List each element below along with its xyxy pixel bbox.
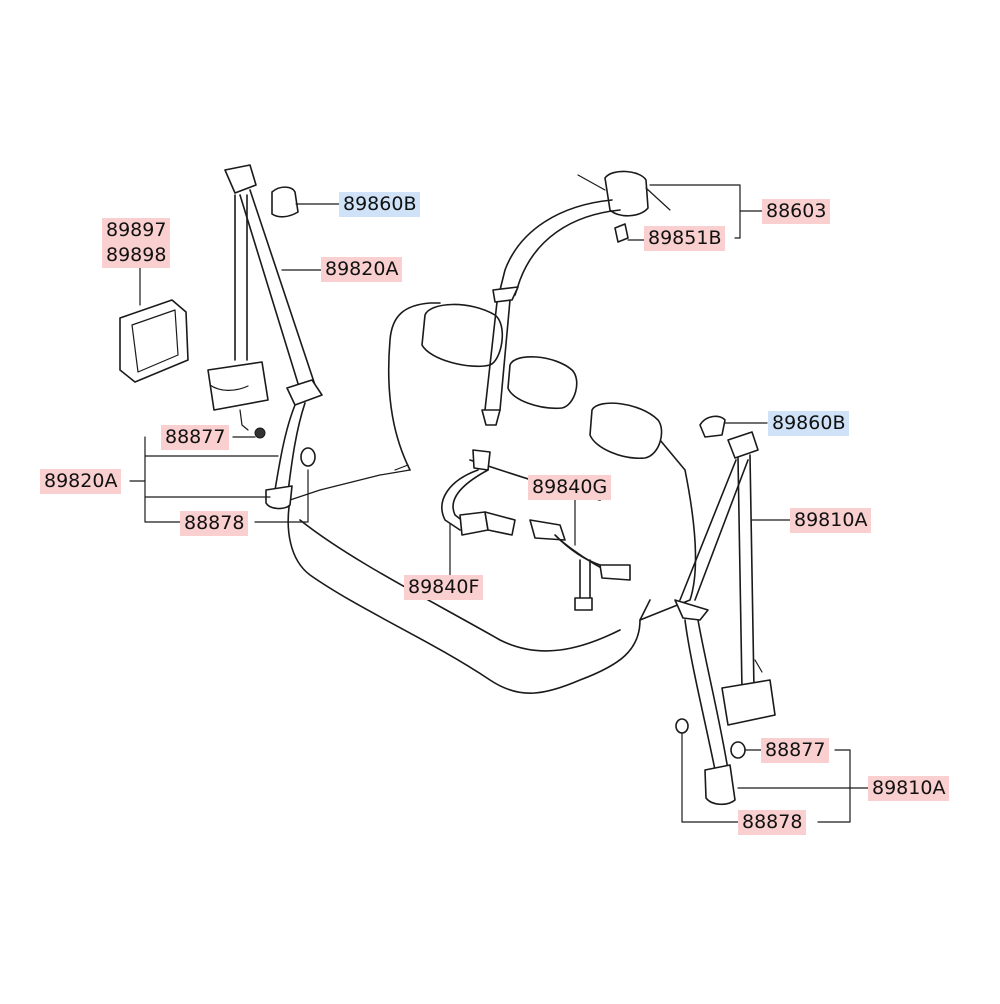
label-89851B[interactable]: 89851B <box>644 226 726 251</box>
leader-lines <box>129 184 869 823</box>
label-89810A-right[interactable]: 89810A <box>868 776 950 801</box>
label-88877-right[interactable]: 88877 <box>761 738 830 763</box>
label-88603[interactable]: 88603 <box>762 199 831 224</box>
rear-seat-outline <box>287 302 697 694</box>
label-89860B-right[interactable]: 89860B <box>768 411 850 436</box>
label-89820A-top[interactable]: 89820A <box>321 257 403 282</box>
label-89860B-left[interactable]: 89860B <box>339 192 421 217</box>
buckle-89840G <box>529 519 631 611</box>
belt-guide-cap-left <box>271 186 299 218</box>
label-89897[interactable]: 89897 <box>102 218 171 243</box>
label-89840F[interactable]: 89840F <box>404 575 484 600</box>
left-belt-assembly <box>207 164 323 510</box>
label-89840G[interactable]: 89840G <box>528 475 612 500</box>
buckle-89840F <box>441 449 516 536</box>
right-belt-assembly <box>674 415 776 806</box>
label-89898[interactable]: 89898 <box>102 243 171 268</box>
label-88877-left[interactable]: 88877 <box>161 425 230 450</box>
label-89810A-mid[interactable]: 89810A <box>790 508 872 533</box>
label-88878-right[interactable]: 88878 <box>738 810 807 835</box>
trim-cover <box>119 299 189 383</box>
label-88878-left[interactable]: 88878 <box>180 511 249 536</box>
center-belt-assembly <box>481 170 671 426</box>
label-89820A-left[interactable]: 89820A <box>40 469 122 494</box>
